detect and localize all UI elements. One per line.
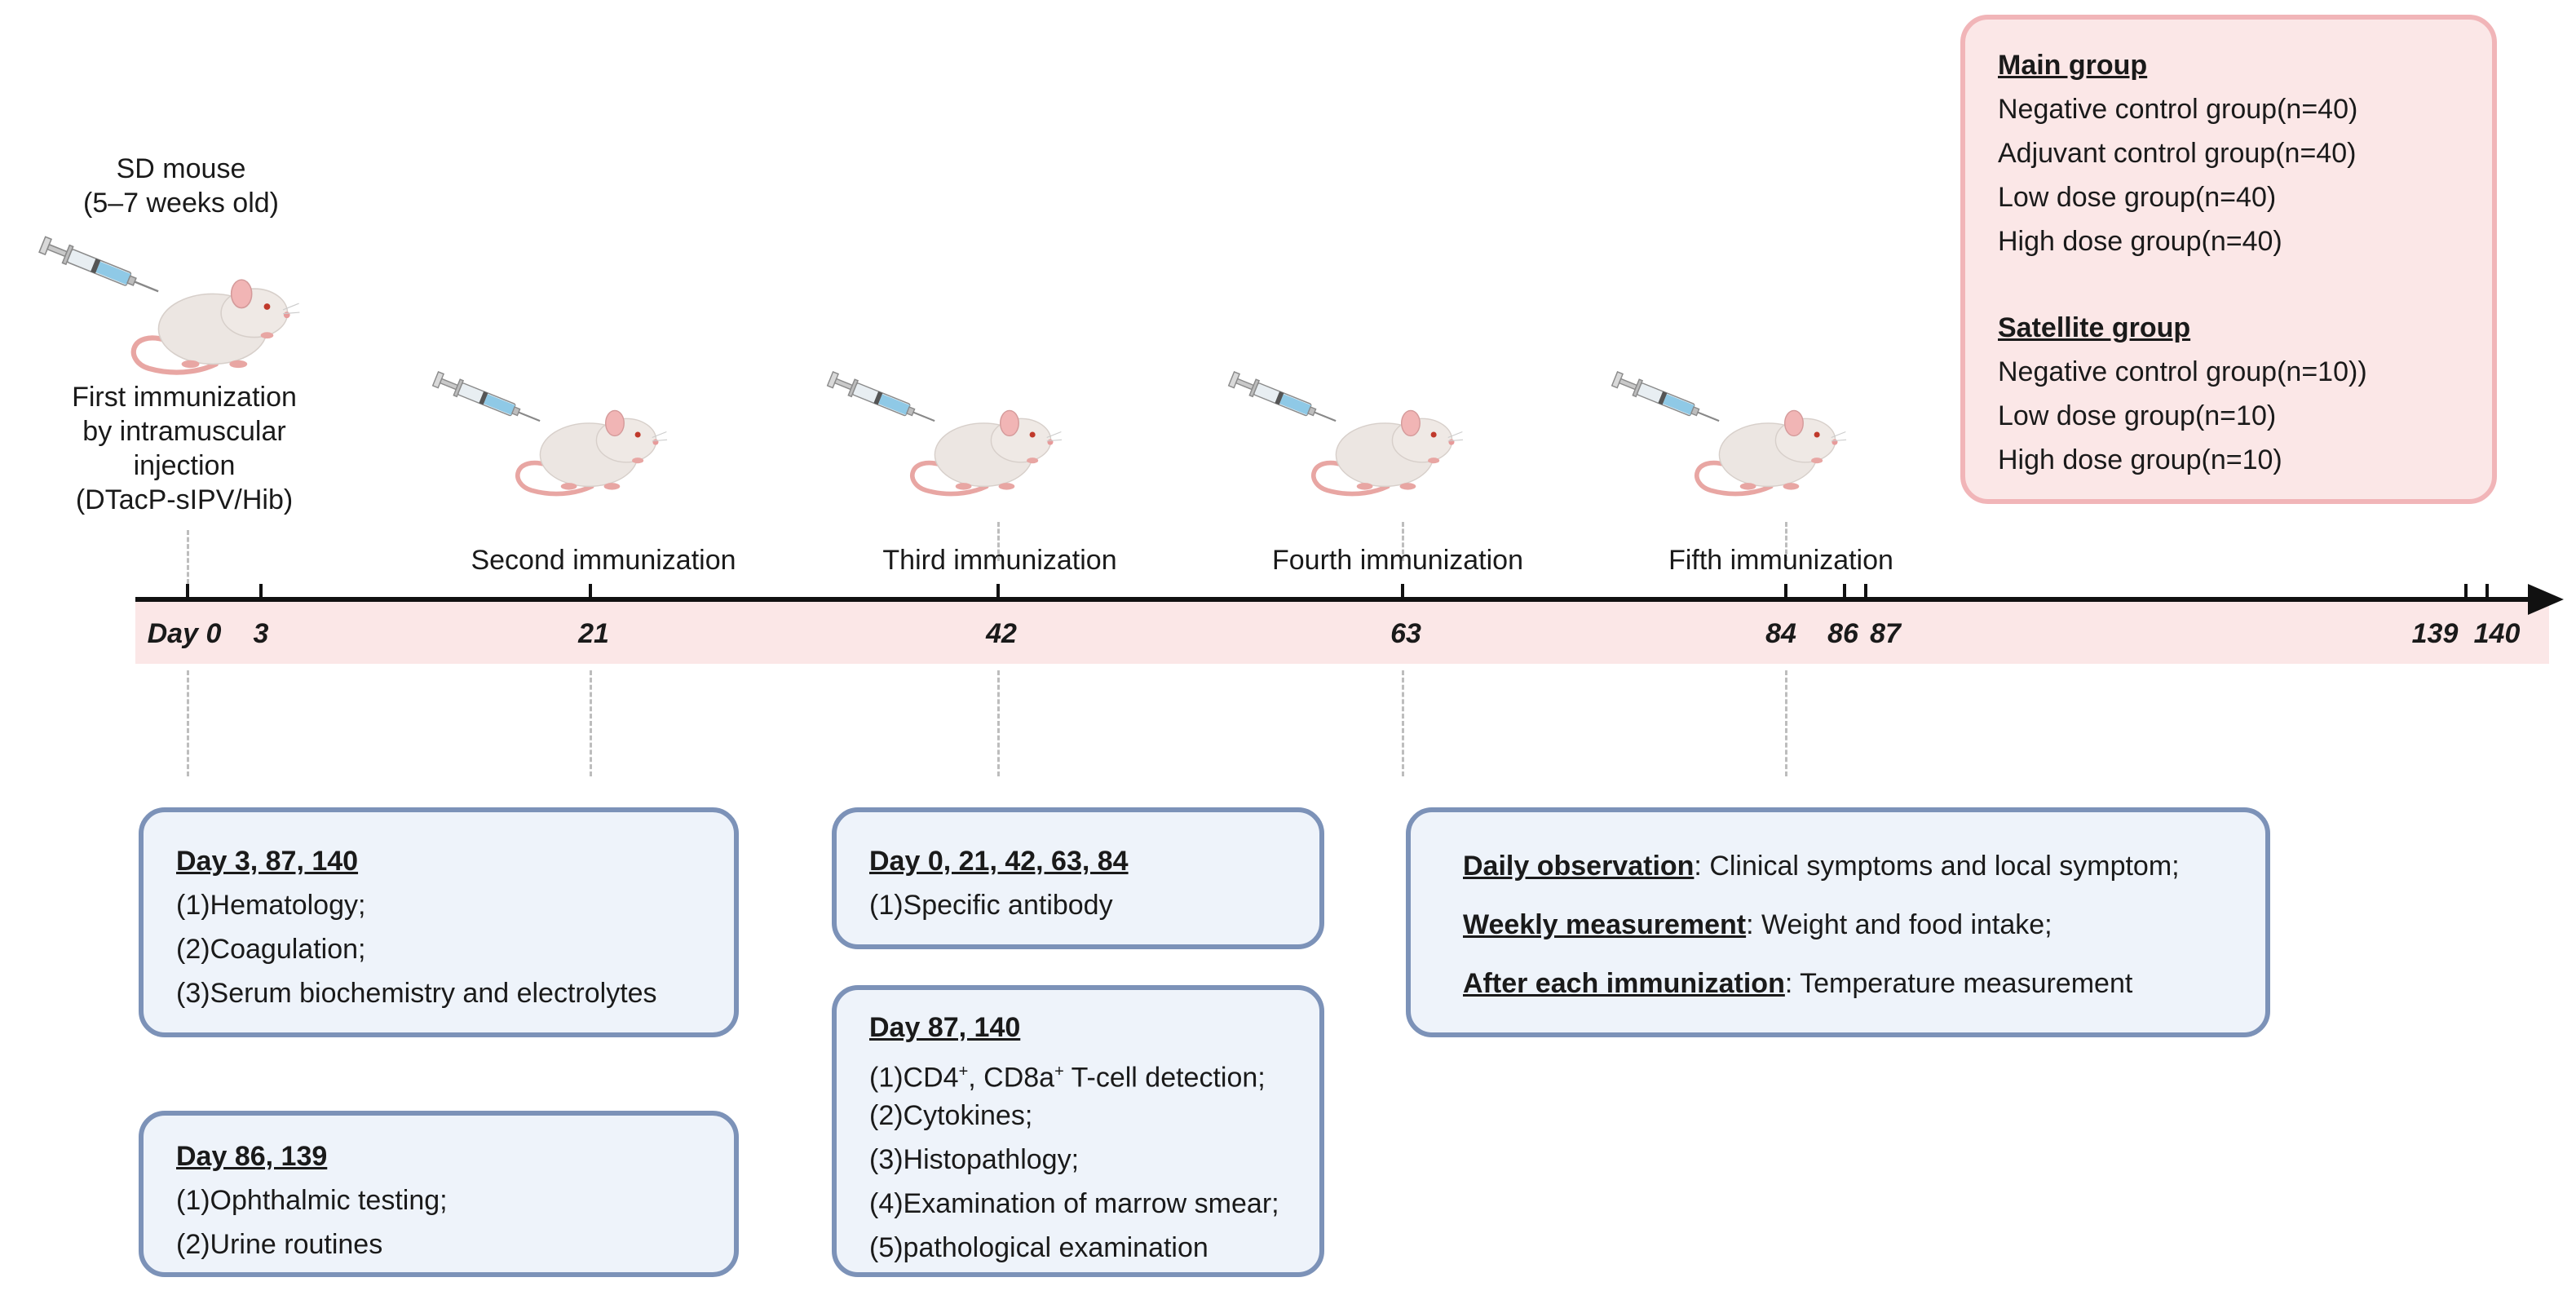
tick-day21	[589, 584, 592, 602]
fifth-immunization-label: Fifth immunization	[1668, 545, 1893, 576]
box-item: (3)Serum biochemistry and electrolytes	[176, 978, 657, 1009]
mouse-age-label: (5–7 weeks old)	[82, 188, 280, 219]
main-group-title: Main group	[1998, 50, 2148, 81]
tick-label-87: 87	[1870, 618, 1901, 649]
tick-label-84: 84	[1765, 618, 1796, 649]
box-observation: Daily observation: Clinical symptoms and…	[1406, 807, 2270, 1037]
box-item: (3)Histopathlogy;	[869, 1144, 1080, 1175]
box-item: (5)pathological examination	[869, 1232, 1208, 1263]
box-title: Day 3, 87, 140	[176, 846, 359, 877]
dash-day42-bottom	[997, 670, 1000, 776]
second-immunization-label: Second immunization	[471, 545, 736, 576]
dash-day42-top	[997, 522, 1000, 561]
main-group-item: High dose group(n=40)	[1998, 226, 2282, 257]
observation-weekly-text: : Weight and food intake;	[1746, 909, 2052, 940]
box-day3-87-140: Day 3, 87, 140 (1)Hematology; (2)Coagula…	[139, 807, 739, 1037]
dash-day21-bottom	[590, 670, 592, 776]
satellite-group-item: Low dose group(n=10)	[1998, 400, 2277, 431]
first-immunization-line-1: First immunization	[72, 382, 297, 413]
box-title: Day 86, 139	[176, 1141, 328, 1172]
tick-day84	[1784, 584, 1787, 602]
box-day0-21-42-63-84: Day 0, 21, 42, 63, 84 (1)Specific antibo…	[832, 807, 1324, 949]
observation-weekly: Weekly measurement: Weight and food inta…	[1463, 908, 2052, 941]
tick-day42	[996, 584, 1000, 602]
main-group-item: Negative control group(n=40)	[1998, 94, 2358, 125]
tick-label-86: 86	[1827, 618, 1858, 649]
tcell-sup-1: +	[958, 1063, 969, 1081]
box-title: Day 0, 21, 42, 63, 84	[869, 846, 1129, 877]
dash-day0-bottom	[187, 670, 189, 776]
box-day87-140: Day 87, 140 (1)CD4+, CD8a+ T-cell detect…	[832, 985, 1324, 1277]
dash-day63-top	[1402, 522, 1404, 561]
mouse-syringe-icon-1	[408, 369, 701, 501]
box-item: (1)Specific antibody	[869, 890, 1113, 921]
dash-day84-bottom	[1785, 670, 1787, 776]
box-item: (2)Urine routines	[176, 1229, 383, 1260]
observation-daily: Daily observation: Clinical symptoms and…	[1463, 850, 2180, 882]
mouse-syringe-icon-3	[1204, 369, 1497, 501]
tick-label-139: 139	[2411, 618, 2459, 649]
tcell-text-3: T-cell detection;	[1063, 1062, 1266, 1094]
main-group-item: Low dose group(n=40)	[1998, 182, 2277, 213]
tick-day0	[186, 584, 189, 602]
tcell-sup-2: +	[1054, 1063, 1064, 1081]
fourth-immunization-label: Fourth immunization	[1271, 545, 1524, 576]
first-immunization-line-2: by intramuscular	[82, 416, 286, 447]
box-item: (4)Examination of marrow smear;	[869, 1188, 1279, 1219]
tick-label-day0: Day 0	[147, 618, 222, 649]
mouse-syringe-icon-2	[802, 369, 1096, 501]
mouse-syringe-icon-0	[11, 233, 338, 380]
tick-day63	[1401, 584, 1404, 602]
third-immunization-label: Third immunization	[882, 545, 1117, 576]
main-group-item: Adjuvant control group(n=40)	[1998, 138, 2357, 169]
box-item-tcell: (1)CD4+, CD8a+ T-cell detection;	[869, 1055, 1266, 1094]
observation-daily-text: : Clinical symptoms and local symptom;	[1694, 851, 2180, 882]
tick-day86	[1843, 584, 1846, 602]
tick-day87	[1864, 584, 1867, 602]
dash-day84-top	[1785, 522, 1787, 561]
observation-daily-label: Daily observation	[1463, 851, 1695, 882]
tick-label-63: 63	[1390, 618, 1421, 649]
tick-label-42: 42	[986, 618, 1017, 649]
timeline-arrow-icon	[2528, 584, 2564, 615]
observation-after-label: After each immunization	[1463, 968, 1785, 999]
observation-after: After each immunization: Temperature mea…	[1463, 967, 2132, 1000]
satellite-group-item: High dose group(n=10)	[1998, 444, 2282, 475]
satellite-group-item: Negative control group(n=10))	[1998, 356, 2367, 387]
box-title: Day 87, 140	[869, 1012, 1021, 1043]
box-item: (1)Ophthalmic testing;	[176, 1185, 448, 1216]
box-item: (2)Cytokines;	[869, 1100, 1033, 1131]
mouse-species-label: SD mouse	[116, 153, 246, 184]
box-day86-139: Day 86, 139 (1)Ophthalmic testing; (2)Ur…	[139, 1111, 739, 1277]
first-immunization-line-4: (DTacP-sIPV/Hib)	[75, 484, 294, 515]
dash-day0-top	[187, 530, 189, 584]
tick-label-21: 21	[578, 618, 609, 649]
first-immunization-line-3: injection	[133, 450, 236, 481]
timeline-axis	[135, 597, 2533, 602]
tcell-text-1: (1)CD4	[869, 1062, 959, 1094]
dash-day63-bottom	[1402, 670, 1404, 776]
observation-after-text: : Temperature measurement	[1784, 968, 2133, 999]
timeline-band	[135, 600, 2549, 664]
mouse-syringe-icon-4	[1587, 369, 1880, 501]
box-item: (2)Coagulation;	[176, 934, 366, 965]
tick-day139	[2464, 584, 2468, 602]
tick-day3	[259, 584, 263, 602]
observation-weekly-label: Weekly measurement	[1463, 909, 1747, 940]
satellite-group-title: Satellite group	[1998, 312, 2191, 343]
tick-label-3: 3	[253, 618, 269, 649]
tick-day140	[2485, 584, 2489, 602]
box-item: (1)Hematology;	[176, 890, 366, 921]
groups-box: Main group Negative control group(n=40) …	[1960, 15, 2497, 504]
tick-label-140: 140	[2473, 618, 2521, 649]
tcell-text-2: , CD8a	[968, 1062, 1055, 1094]
